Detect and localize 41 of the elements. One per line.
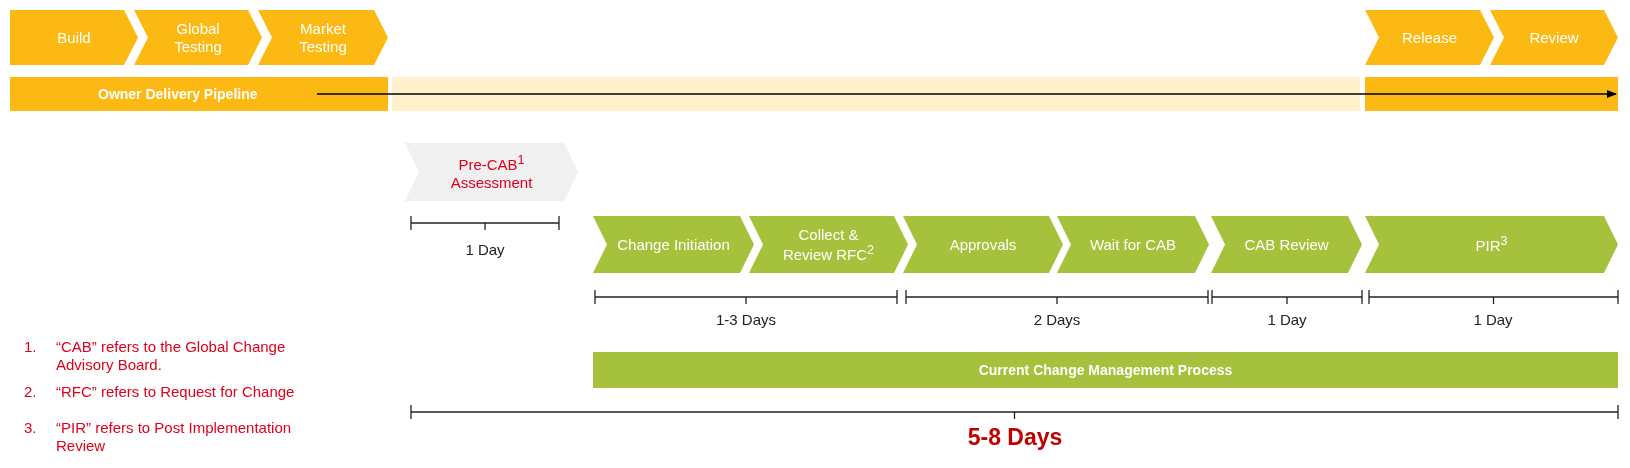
step-label: Review <box>1529 28 1579 47</box>
footnote-number: 3. <box>24 419 37 437</box>
total-duration: 5-8 Days <box>967 424 1063 451</box>
chevron-step <box>593 216 754 273</box>
duration-label: 1-3 Days <box>716 311 776 328</box>
step-label: Collect & Review RFC$^{2}$ <box>781 225 876 264</box>
process-bar <box>593 352 1618 388</box>
step-label: Current Change Management Process <box>978 361 1233 379</box>
step-label: CAB Review <box>1244 235 1329 254</box>
chevron-step <box>1490 10 1618 65</box>
step-label: Change Initiation <box>617 235 730 254</box>
step-label: Build <box>57 28 91 47</box>
duration-label: 1 Day <box>1473 311 1513 328</box>
footnote-number: 2. <box>24 383 37 401</box>
step-label: Global Testing <box>173 20 223 55</box>
step-label: Market Testing <box>298 20 348 55</box>
pipeline-bar-drawing <box>10 77 1360 111</box>
chevron-step <box>749 216 908 273</box>
chevron-step <box>903 216 1063 273</box>
step-label: Approvals <box>949 235 1017 254</box>
duration-label: 1 Day <box>465 241 505 258</box>
process-bar <box>1365 77 1618 111</box>
chevron-step <box>1365 216 1618 273</box>
footnote-text: “CAB” refers to the Global Change Advisory Board. <box>56 338 287 374</box>
step-label: Pre-CAB$^{1}$ Assessment <box>449 153 534 191</box>
footnote-number: 1. <box>24 338 37 356</box>
chevron-step <box>258 10 388 65</box>
step-label: Owner Delivery Pipeline <box>98 85 258 103</box>
step-label: Wait for CAB <box>1089 235 1177 254</box>
arrow <box>316 89 1618 99</box>
step-label: Release <box>1401 28 1457 47</box>
chevron-step <box>1365 10 1494 65</box>
footnote-text: “PIR” refers to Post Implementation Review <box>56 419 293 455</box>
chevron-step <box>134 10 262 65</box>
duration-label: 1 Day <box>1267 311 1307 328</box>
step-label: PIR$^{3}$ <box>1475 234 1508 255</box>
footnote-text: “RFC” refers to Request for Change <box>56 383 296 401</box>
duration-label: 2 Days <box>1033 311 1081 328</box>
chevron-step <box>1057 216 1209 273</box>
chevron-step <box>1211 216 1362 273</box>
chevron-step <box>10 10 138 65</box>
